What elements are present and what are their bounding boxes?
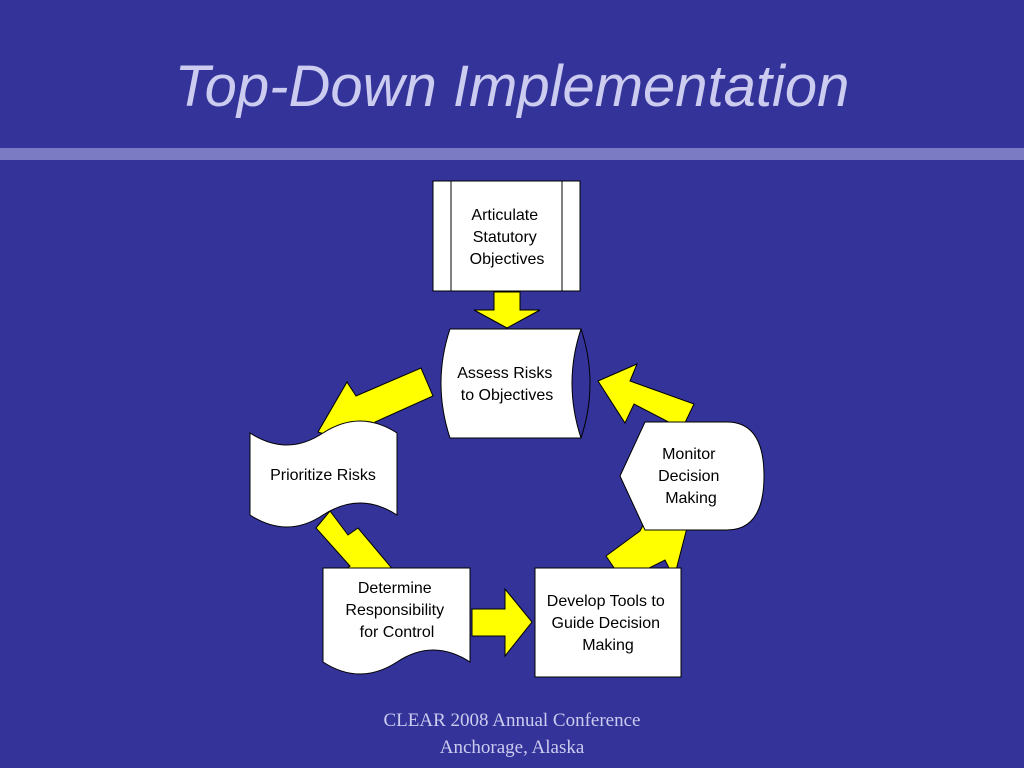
node-develop-tools: Develop Tools to Guide Decision Making <box>534 567 682 678</box>
svg-text:Prioritize Risks: Prioritize Risks <box>270 467 376 484</box>
svg-text:Determine Responsibili: Determine Responsibility for Control <box>345 580 448 641</box>
monitor-line-3: Making <box>665 490 717 507</box>
footer-conference: CLEAR 2008 Annual Conference <box>383 710 641 731</box>
node-determine-responsibility: Determine Responsibility for Control <box>322 567 471 675</box>
monitor-line-1: Monitor <box>662 446 716 463</box>
node-monitor-decision: Monitor Decision Making <box>619 421 765 531</box>
node-assess-risks: Assess Risks to Objectives <box>440 328 591 439</box>
determine-line-2: Responsibility <box>345 602 444 619</box>
monitor-line-2: Decision <box>658 468 719 485</box>
node-prioritize-risks: Prioritize Risks <box>249 420 398 528</box>
footer-location: Anchorage, Alaska <box>439 737 585 758</box>
arrow-articulate-to-assess <box>473 291 541 329</box>
determine-line-3: for Control <box>360 624 435 641</box>
assess-line-1: Assess Risks <box>457 365 552 382</box>
articulate-line-2: Statutory <box>473 229 537 246</box>
develop-line-1: Develop Tools to <box>547 593 665 610</box>
develop-line-2: Guide Decision <box>552 615 661 632</box>
svg-text:Articulate Statutory: Articulate Statutory Objectives <box>470 207 545 268</box>
arrow-determine-to-develop <box>471 587 533 658</box>
svg-text:Assess Risks to Object: Assess Risks to Objectives <box>457 365 557 404</box>
arrow-monitor-to-assess <box>597 363 695 430</box>
slide-footer: CLEAR 2008 Annual Conference Anchorage, … <box>0 707 1024 761</box>
svg-text:Monitor Decision: Monitor Decision Making <box>658 446 724 507</box>
svg-text:Develop Tools to Guide: Develop Tools to Guide Decision Making <box>547 593 669 654</box>
assess-line-2: to Objectives <box>461 387 553 404</box>
articulate-line-1: Articulate <box>471 207 538 224</box>
determine-line-1: Determine <box>358 580 432 597</box>
node-articulate-objectives: Articulate Statutory Objectives <box>432 180 581 292</box>
title-divider <box>0 148 1024 160</box>
prioritize-line-1: Prioritize Risks <box>270 467 376 484</box>
articulate-line-3: Objectives <box>470 251 545 268</box>
develop-line-3: Making <box>582 637 634 654</box>
slide-title: Top-Down Implementation <box>174 54 850 119</box>
